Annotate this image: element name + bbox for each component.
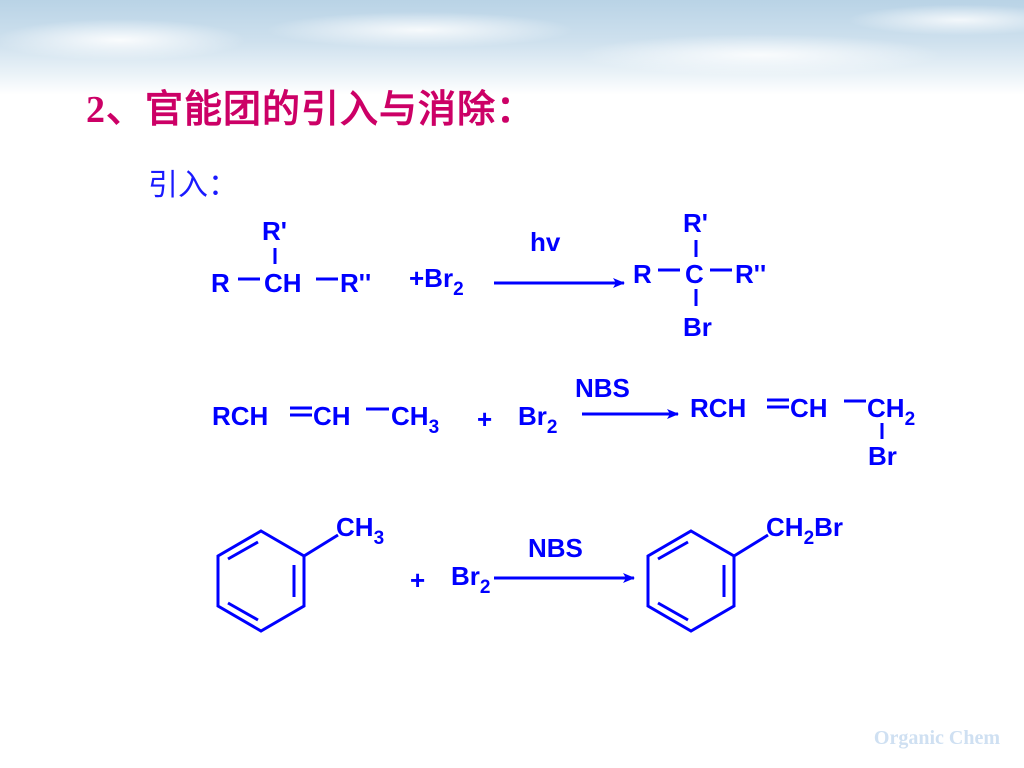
r3-reagent: Br2 [451, 561, 490, 598]
r2-reactant-ch: CH [313, 401, 351, 431]
r1-reactant-center: CH [264, 268, 302, 298]
r3-reactant-substituent-bond [303, 533, 339, 558]
r3-reactant-benzene-ring [216, 529, 306, 633]
r1-product-right-group: R'' [735, 259, 766, 289]
reaction-3-product: CH2Br [646, 512, 843, 633]
slide-title: 2、官能团的引入与消除： [86, 89, 536, 131]
r3-product-bromomethyl: CH2Br [766, 512, 843, 549]
r1-product-bottom-group: Br [683, 312, 712, 342]
slide-subtitle: 引入： [148, 169, 238, 202]
reaction-3-reactant: CH3 [216, 512, 384, 633]
r2-product-methylene: CH2 [867, 393, 915, 430]
r1-reactant-top-group: R' [262, 216, 287, 246]
reaction-3: CH3 + Br2 NBS CH2Br [216, 512, 843, 633]
r1-reactant-left-group: R [211, 268, 230, 298]
r3-reactant-ring-double-bond [227, 540, 259, 561]
r2-plus-sign: + [477, 404, 492, 434]
r2-reagent: Br2 [518, 401, 557, 438]
reaction-1-product: R' R C R'' Br [633, 208, 766, 342]
r3-condition: NBS [528, 533, 583, 563]
r1-product-top-group: R' [683, 208, 708, 238]
r1-product-left-group: R [633, 259, 652, 289]
r1-condition: hv [530, 227, 561, 257]
r2-product-rch: RCH [690, 393, 746, 423]
r2-reactant-methyl: CH3 [391, 401, 439, 438]
r3-reactant-methyl: CH3 [336, 512, 384, 549]
r3-product-ring-double-bond [657, 601, 689, 622]
r1-reactant-right-group: R'' [340, 268, 371, 298]
reaction-1-reactant: R' R CH R'' [211, 216, 371, 298]
r2-product-ch: CH [790, 393, 828, 423]
r3-product-substituent-bond [733, 533, 769, 558]
reaction-2-reactant: RCH CH CH3 [212, 401, 439, 438]
r3-plus-sign: + [410, 565, 425, 595]
r2-reactant-rch: RCH [212, 401, 268, 431]
footer-watermark: Organic Chem [873, 727, 1000, 749]
r1-product-center: C [685, 259, 704, 289]
sky-header-background [0, 0, 1024, 95]
reaction-2: RCH CH CH3 + Br2 NBS RCH CH CH2 Br [212, 373, 915, 471]
r3-product-ring-double-bond [657, 540, 689, 561]
r2-condition: NBS [575, 373, 630, 403]
reaction-2-product: RCH CH CH2 Br [690, 393, 915, 471]
r3-reactant-ring-double-bond [227, 601, 259, 622]
r1-reagent: +Br2 [409, 263, 464, 300]
r3-product-benzene-ring [646, 529, 736, 633]
r2-product-bromo: Br [868, 441, 897, 471]
reaction-1: R' R CH R'' +Br2 hv R' R C R'' Br [211, 208, 766, 342]
